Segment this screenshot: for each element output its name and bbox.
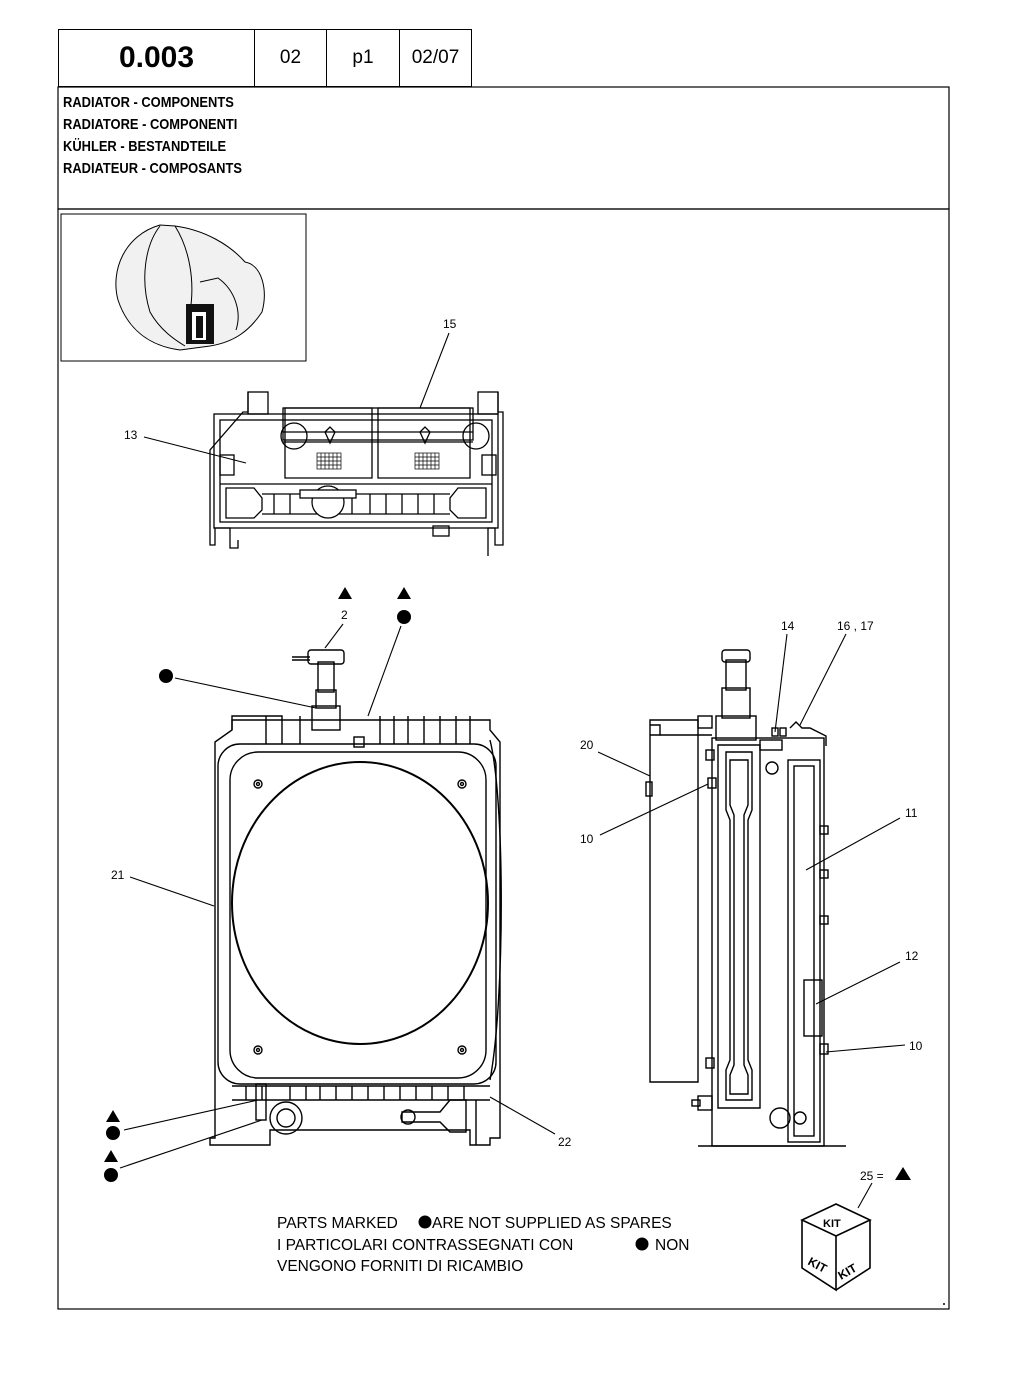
callout-10-bottom: 10	[909, 1039, 923, 1053]
machine-location-inset	[60, 213, 307, 362]
title-frame	[57, 86, 950, 210]
not-supplied-dot	[104, 1168, 118, 1182]
title-french: RADIATEUR - COMPOSANTS	[63, 160, 242, 177]
not-supplied-dot	[159, 669, 173, 683]
callout-15: 15	[443, 317, 457, 331]
notes-block: PARTS MARKED ARE NOT SUPPLIED AS SPARES …	[277, 1215, 689, 1275]
callout-numbers: 15 13 2 14 16 , 17 20 10 11 21 12 10 22 …	[111, 317, 923, 1183]
kit-triangle-marker	[104, 1150, 118, 1162]
title-english: RADIATOR - COMPONENTS	[63, 94, 234, 111]
callout-leaders	[119, 332, 906, 1209]
title-german: KÜHLER - BESTANDTEILE	[63, 138, 227, 155]
callout-22: 22	[558, 1135, 572, 1149]
radiator-front-view	[209, 649, 502, 1146]
radiator-top-view	[209, 391, 504, 556]
callout-20: 20	[580, 738, 594, 752]
note-line1-end: ARE NOT SUPPLIED AS SPARES	[432, 1215, 672, 1232]
not-supplied-dot	[106, 1126, 120, 1140]
callout-10-top: 10	[580, 832, 594, 846]
callout-25: 25 =	[860, 1169, 884, 1183]
callout-16-17: 16 , 17	[837, 619, 874, 633]
callout-2: 2	[341, 608, 348, 622]
not-supplied-dot	[635, 1237, 649, 1251]
title-block: RADIATOR - COMPONENTS RADIATORE - COMPON…	[63, 92, 242, 180]
drawing-frame	[57, 208, 950, 1310]
callout-12: 12	[905, 949, 919, 963]
kit-triangle-marker	[397, 587, 411, 599]
kit-cube-icon: KIT KIT KIT	[800, 1203, 872, 1292]
callout-11: 11	[905, 806, 918, 820]
kit-label-right: KIT	[836, 1260, 860, 1282]
kit-triangle-marker	[895, 1167, 911, 1180]
kit-triangle-marker	[338, 587, 352, 599]
not-supplied-dot	[397, 610, 411, 624]
note-line1-start: PARTS MARKED	[277, 1215, 398, 1232]
note-line2-start: I PARTICOLARI CONTRASSEGNATI CON	[277, 1237, 573, 1254]
callout-14: 14	[781, 619, 795, 633]
note-line3: VENGONO FORNITI DI RICAMBIO	[277, 1258, 523, 1275]
marker-symbols	[104, 587, 911, 1251]
radiator-side-view	[645, 649, 846, 1147]
kit-triangle-marker	[106, 1110, 120, 1122]
title-italian: RADIATORE - COMPONENTI	[63, 116, 238, 133]
callout-21: 21	[111, 868, 125, 882]
note-line2-end: NON	[655, 1237, 689, 1254]
not-supplied-dot	[418, 1215, 432, 1229]
callout-13: 13	[124, 428, 138, 442]
kit-label-top: KIT	[823, 1218, 841, 1230]
